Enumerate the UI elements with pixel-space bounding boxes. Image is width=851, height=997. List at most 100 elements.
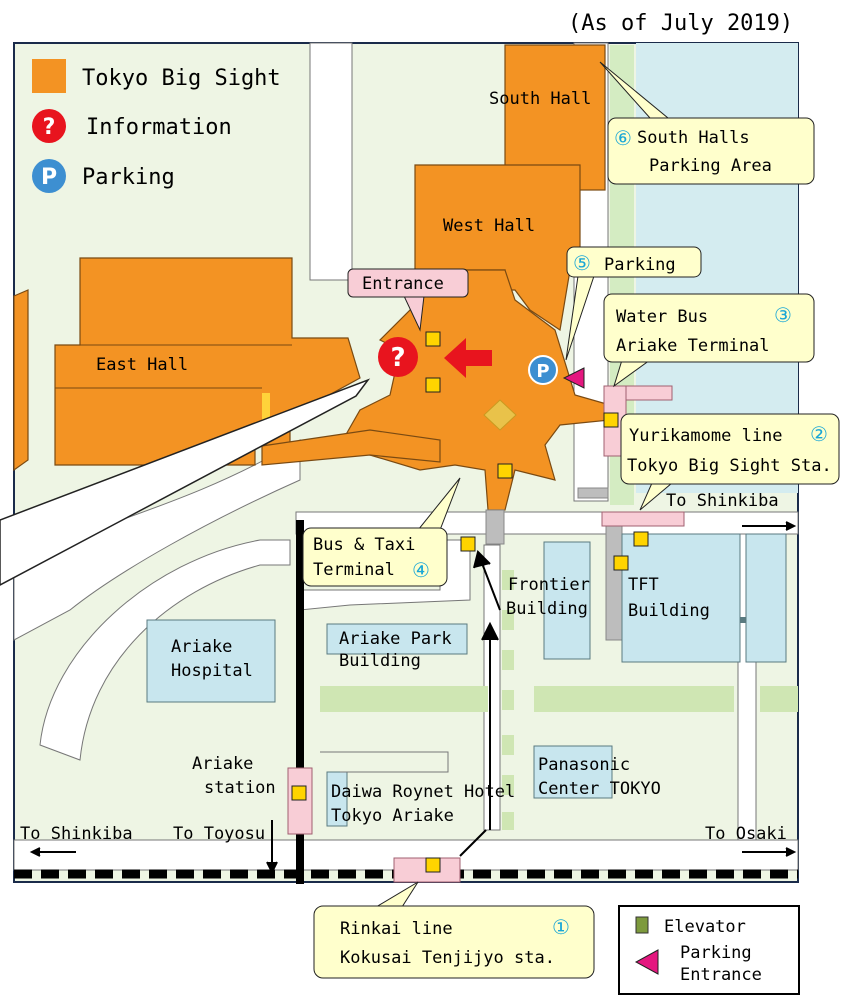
elevator-icon: [291, 785, 307, 801]
west-wing-shape: [13, 289, 29, 472]
to-osaki: To Osaki: [705, 824, 787, 844]
elevator-icon: [425, 331, 441, 347]
legend-parking-entrance-icon: [634, 949, 659, 975]
elevator-icon: [497, 463, 513, 479]
yurikamome-number: ②: [810, 422, 828, 446]
frontier-line1: Frontier: [508, 575, 590, 595]
ariake-park-building: [326, 623, 468, 655]
legend-parking-entrance-line1: Parking: [680, 943, 752, 963]
walkways: [485, 487, 623, 641]
panasonic-center: [533, 745, 613, 799]
entrance-arrow-icon: [444, 338, 492, 378]
elevator-icon: [633, 531, 649, 547]
daiwa-line2: Tokyo Ariake: [331, 806, 454, 826]
legend-information-label: Information: [86, 115, 232, 140]
parking-entrance-triangle-icon: [562, 367, 585, 389]
to-shinkiba-top: To Shinkiba: [666, 491, 779, 511]
parking-icon: P: [528, 355, 558, 385]
yurikamome-line1: Yurikamome line: [629, 426, 783, 446]
rinkai-line2: Kokusai Tenjijyo sta.: [340, 948, 555, 968]
south-parking-line2: Parking Area: [649, 156, 772, 176]
map-legend-box: [618, 905, 800, 995]
bus-taxi-number: ④: [412, 558, 430, 582]
tft-line1: TFT: [628, 575, 659, 595]
legend-parking-icon: P: [32, 159, 66, 193]
parking5-label: Parking: [604, 255, 676, 275]
tft-line2: Building: [628, 601, 710, 621]
panasonic-line1: Panasonic: [538, 755, 630, 775]
tft-building-east: [745, 533, 787, 663]
water-bus-line2: Ariake Terminal: [616, 336, 770, 356]
west-hall-label: West Hall: [443, 216, 535, 236]
legend-elevator-label: Elevator: [664, 917, 746, 937]
as-of-date: (As of July 2019): [568, 11, 793, 36]
yellow-bar: [262, 393, 270, 433]
elevator-icon: [460, 536, 476, 552]
ariake-park-line2: Building: [339, 651, 421, 671]
water-bus-line1: Water Bus: [616, 307, 708, 327]
south-hall-label: South Hall: [489, 89, 591, 109]
elevator-icon: [425, 857, 441, 873]
bus-taxi-line1: Bus & Taxi: [313, 535, 415, 555]
ariake-hospital: [146, 619, 276, 703]
pink-structures: [287, 385, 685, 883]
route-arrows: [29, 521, 797, 875]
surrounding-buildings: [146, 533, 787, 827]
south-parking-number: ⑥: [614, 126, 632, 150]
daiwa-hotel: [326, 771, 348, 827]
ariake-rail-vertical: [296, 520, 304, 884]
svg-text:?: ?: [43, 115, 56, 140]
parking5-number: ⑤: [573, 251, 591, 275]
ariake-station-line2: station: [204, 778, 276, 798]
ariake-park-line1: Ariake Park: [339, 629, 452, 649]
entrance-callout: [347, 268, 469, 298]
south-parking-callout: [607, 117, 815, 185]
entrance-label: Entrance: [362, 274, 444, 294]
rinkai-callout: [313, 905, 595, 979]
east-hall-connector: [261, 429, 441, 466]
legend-hall-label: Tokyo Big Sight: [82, 66, 281, 91]
elevator-icon: [425, 377, 441, 393]
bus-taxi-callout: [302, 527, 448, 587]
legend-information-icon: ?: [32, 109, 66, 143]
elevator-icon: [613, 555, 629, 571]
green-patches: [320, 570, 798, 830]
bus-taxi-line2: Terminal: [313, 560, 395, 580]
to-shinkiba-bottom: To Shinkiba: [20, 824, 133, 844]
svg-text:P: P: [41, 165, 57, 190]
hospital-line2: Hospital: [171, 661, 253, 681]
water-bus-callout: [603, 293, 815, 363]
hotel-loop: [320, 751, 449, 773]
svg-text:P: P: [536, 361, 549, 382]
elevator-icon: [603, 412, 619, 428]
east-hall-divisions: [55, 344, 292, 389]
center-diamond-icon: [483, 399, 517, 431]
tokyo-big-sight-halls: [13, 44, 611, 511]
frontier-building: [543, 541, 591, 660]
yurikamome-line2: Tokyo Big Sight Sta.: [627, 456, 832, 476]
daiwa-line1: Daiwa Roynet Hotel: [331, 782, 515, 802]
legend-parking-label: Parking: [82, 165, 175, 190]
legend-elevator-icon: [635, 916, 649, 934]
parking5-callout: [566, 246, 702, 278]
elevator-icons: [291, 331, 649, 873]
tft-building-west: [621, 533, 741, 663]
info-pointer: [0, 378, 371, 586]
legend-hall-swatch: [32, 59, 66, 93]
yurikamome-callout: [620, 413, 840, 485]
hospital-line1: Ariake: [171, 637, 232, 657]
south-parking-line1: South Halls: [637, 128, 750, 148]
rinkai-callout-tail: [374, 881, 419, 908]
legend-parking-entrance-line2: Entrance: [680, 965, 762, 985]
to-toyosu: To Toyosu: [173, 824, 265, 844]
east-hall-label: East Hall: [96, 355, 188, 375]
svg-text:?: ?: [390, 343, 405, 373]
ariake-station-line1: Ariake: [192, 754, 253, 774]
information-icon: ?: [378, 337, 418, 377]
rinkai-line1: Rinkai line: [340, 919, 453, 939]
water-bus-number: ③: [774, 303, 792, 327]
frontier-line2: Building: [506, 599, 588, 619]
panasonic-line2: Center TOKYO: [538, 779, 661, 799]
rinkai-number: ①: [552, 915, 570, 939]
